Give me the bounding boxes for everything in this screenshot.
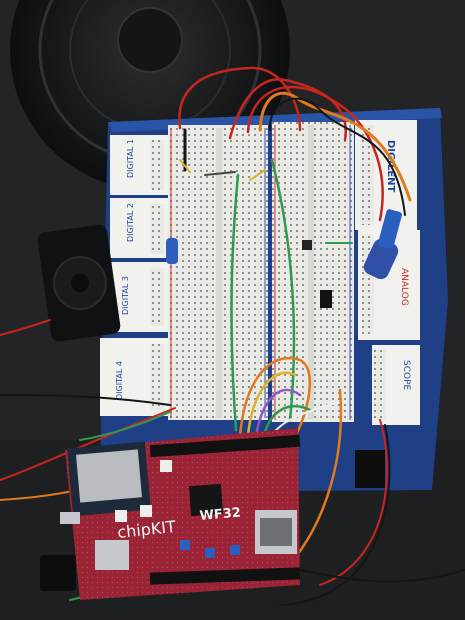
label-digital-1: DIGITAL 1 <box>126 139 135 178</box>
label-scope: SCOPE <box>401 360 411 391</box>
jumper-wires <box>0 66 465 606</box>
board-model-text: WF32 <box>199 505 241 524</box>
label-digital-3: DIGITAL 3 <box>121 276 130 315</box>
label-digital-2: DIGITAL 2 <box>126 203 135 242</box>
small-cooling-fan <box>37 224 121 342</box>
label-analog: ANALOG <box>399 268 409 306</box>
chipkit-board: chipKIT WF32 <box>40 428 301 600</box>
breadboard-components <box>166 209 402 308</box>
breadboard <box>168 122 354 422</box>
barrel-jack-base <box>355 450 385 488</box>
label-digital-4: DIGITAL 4 <box>115 361 124 400</box>
